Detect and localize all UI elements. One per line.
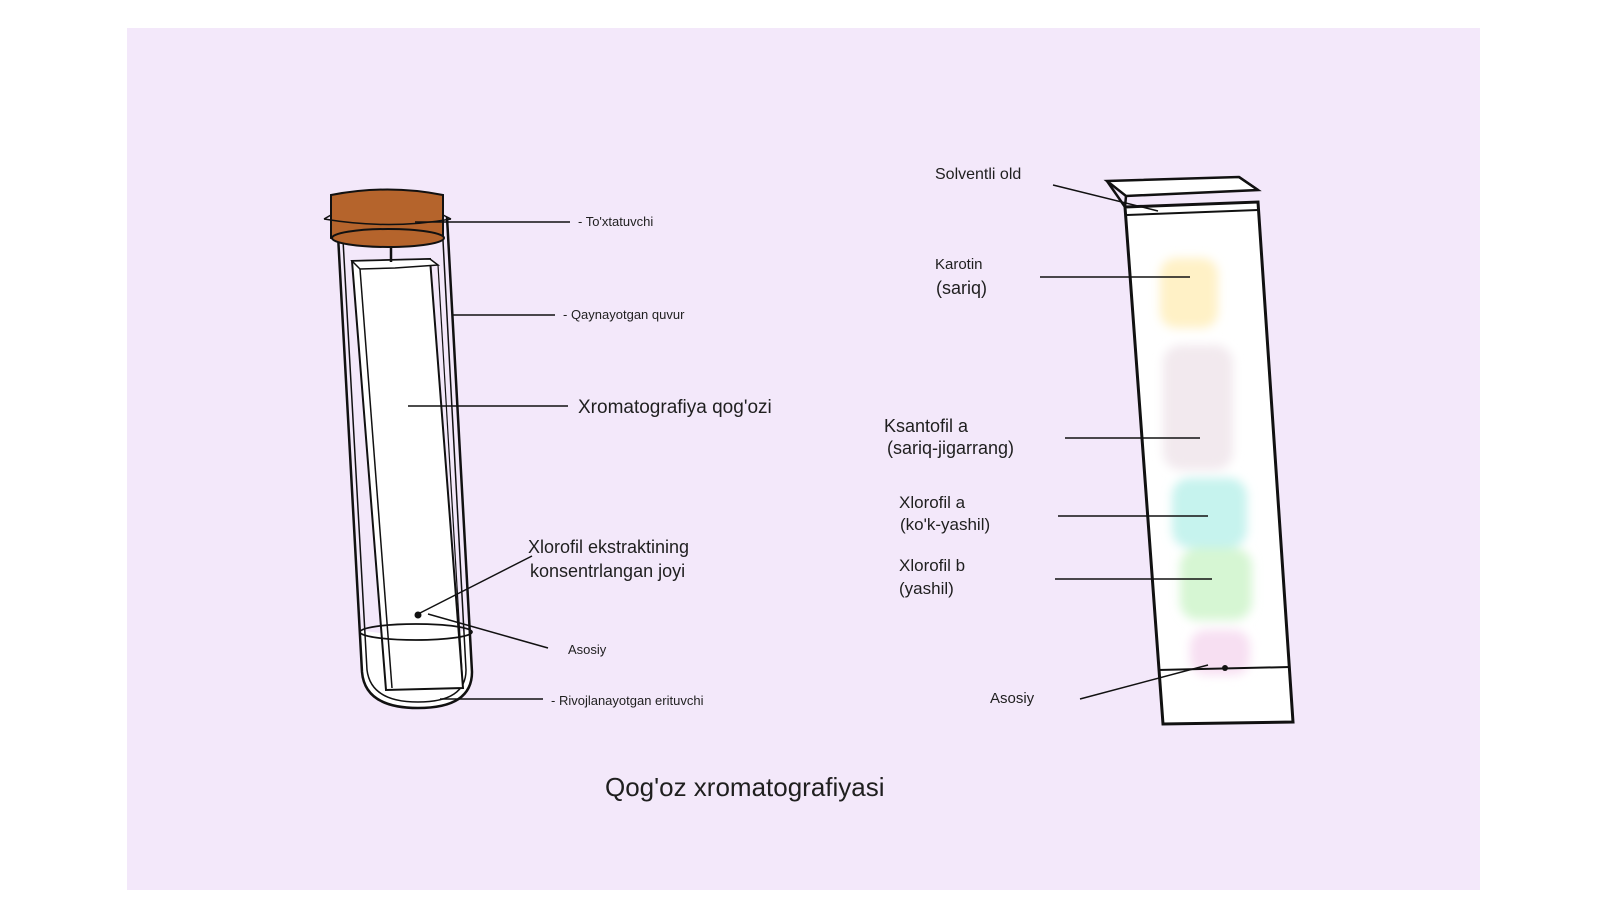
xlorofil-a-band — [1172, 478, 1247, 548]
solvent-front-line — [1126, 209, 1259, 216]
xlorofil-a-label-line1: Xlorofil a — [899, 493, 966, 512]
origin-label-left: Asosiy — [568, 642, 607, 657]
asosiy-band — [1190, 630, 1250, 675]
xlorofil-a-label-line2: (ko'k-yashil) — [900, 515, 990, 534]
developed-chromatogram — [1103, 175, 1295, 726]
test-tube-apparatus — [323, 188, 474, 710]
tube-label: - Qaynayotgan quvur — [563, 307, 685, 322]
right-labels: Solventli old Karotin (sariq) Ksantofil … — [884, 166, 1035, 707]
origin-label-right: Asosiy — [990, 690, 1035, 707]
solvent-front-leader — [1052, 184, 1159, 212]
paper-label: Xromatografiya qog'ozi — [578, 397, 772, 418]
ksantofil-label-line2: (sariq-jigarrang) — [887, 438, 1014, 458]
spot-label-line1: Xlorofil ekstraktining — [528, 537, 689, 557]
stopper — [323, 188, 452, 248]
origin-spot — [1222, 665, 1228, 671]
xlorofil-b-label-line1: Xlorofil b — [899, 556, 965, 575]
solvent-front-label: Solventli old — [935, 166, 1021, 183]
left-labels: - To'xtatuvchi - Qaynayotgan quvur Xroma… — [528, 214, 772, 708]
solvent-label: - Rivojlanayotgan erituvchi — [551, 693, 704, 708]
karotin-band — [1160, 258, 1218, 328]
extract-spot — [414, 611, 422, 619]
left-leader-lines — [408, 221, 570, 700]
boiling-tube — [335, 216, 474, 710]
origin-leader-right — [1079, 664, 1209, 700]
stopper-label: - To'xtatuvchi — [578, 214, 653, 229]
diagram-caption: Qog'oz xromatografiyasi — [605, 772, 885, 802]
xlorofil-b-label-line2: (yashil) — [899, 579, 954, 598]
karotin-label-line1: Karotin — [935, 256, 983, 273]
strip-top — [1103, 175, 1262, 198]
chromatography-paper — [350, 257, 465, 692]
spot-leader — [419, 555, 533, 614]
boiling-tube-inner-wall — [341, 221, 467, 703]
xlorofil-b-band — [1180, 548, 1252, 620]
ksantofil-label-line1: Ksantofil a — [884, 416, 969, 436]
spot-label-line2: konsentrlangan joyi — [530, 561, 685, 581]
ksantofil-band — [1163, 345, 1233, 470]
solvent-surface — [359, 623, 473, 641]
right-leader-lines — [1040, 184, 1212, 700]
origin-leader — [427, 613, 549, 649]
karotin-label-line2: (sariq) — [936, 278, 987, 298]
